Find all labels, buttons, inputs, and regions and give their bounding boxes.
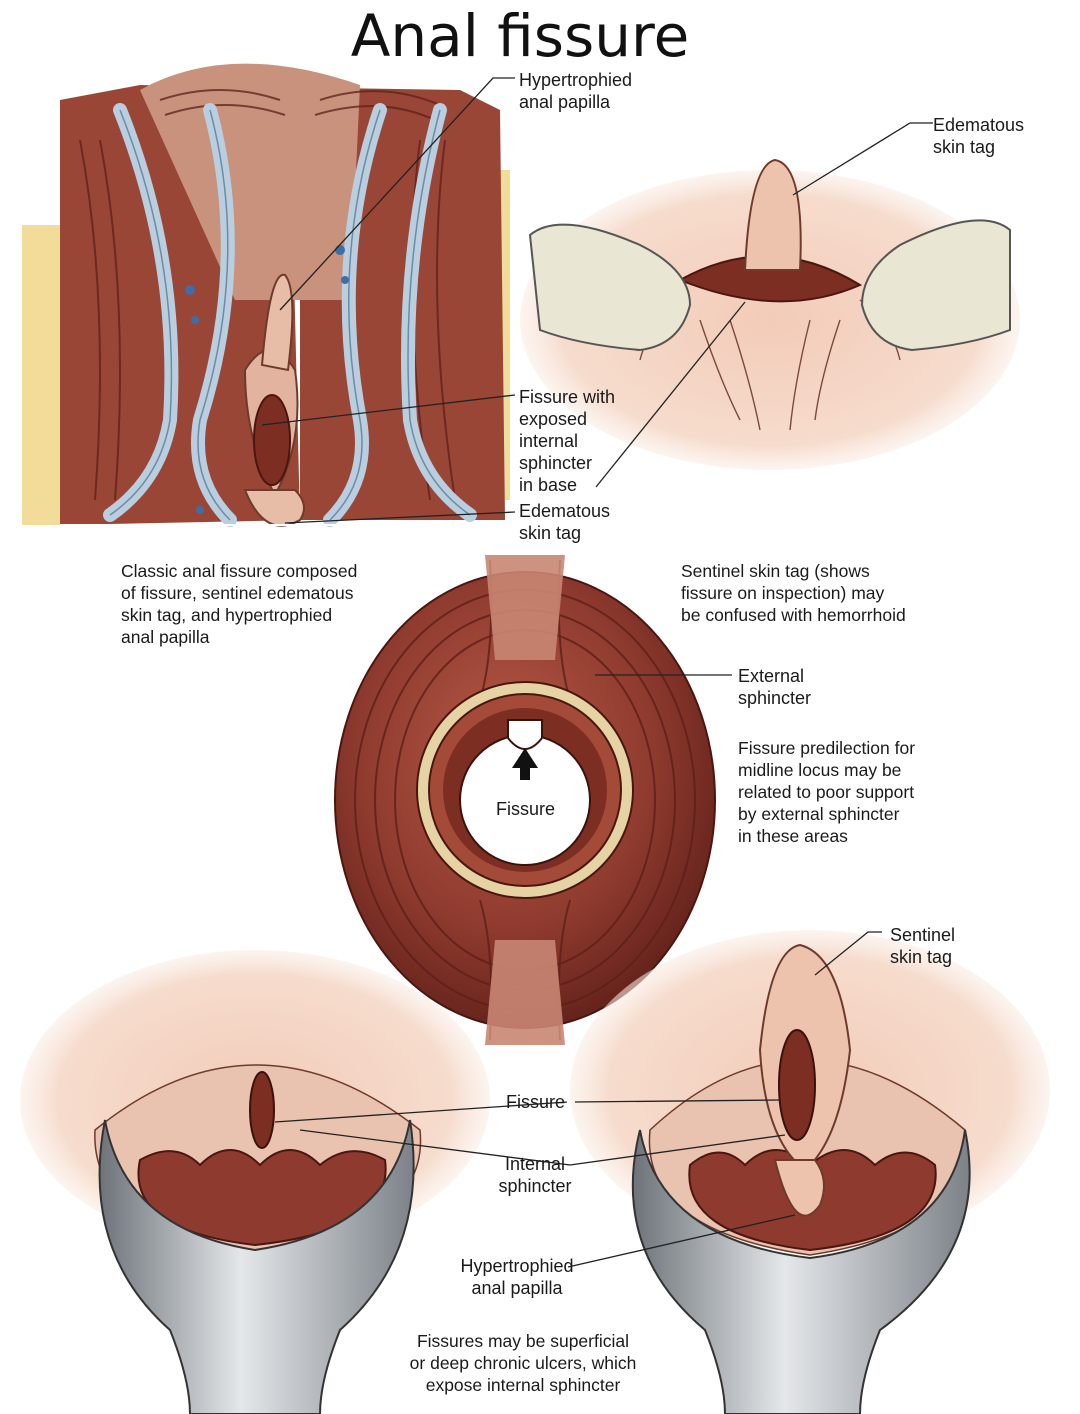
caption-top-left: Classic anal fissure composed of fissure…: [121, 561, 358, 647]
label-edematous-tag-left: Edematous skin tag: [519, 501, 611, 543]
page-title: Anal fissure: [350, 2, 690, 70]
speculum-right: [631, 1129, 971, 1414]
caption-middle: Fissure predilection for midline locus m…: [738, 738, 916, 846]
chronic-fissure: [778, 1029, 816, 1141]
top-right-inspection: [520, 158, 1020, 470]
label-fissure-exposed: Fissure with exposed internal sphincter …: [519, 387, 616, 495]
leader-lines: [261, 77, 933, 1268]
speculum-left: [98, 1119, 415, 1414]
middle-sphincter-cross-section: [334, 555, 716, 1045]
label-external-sphincter: External sphincter: [738, 666, 812, 708]
label-hypertrophied-papilla-bottom: Hypertrophied anal papilla: [460, 1256, 574, 1298]
fissure-spread: [677, 255, 863, 303]
label-hypertrophied-papilla-top: Hypertrophied anal papilla: [519, 70, 633, 112]
label-edematous-tag-right: Edematous skin tag: [933, 115, 1025, 157]
left-finger: [528, 223, 692, 352]
rectal-canal: [140, 63, 360, 301]
anal-canal-left: [137, 1149, 387, 1247]
label-fissure-bottom: Fissure: [506, 1092, 566, 1112]
top-left-dissection: [22, 63, 510, 527]
bottom-right-speculum: [570, 930, 1050, 1414]
label-fissure-middle: Fissure: [496, 799, 556, 819]
caption-top-right: Sentinel skin tag (shows fissure on insp…: [681, 561, 906, 625]
papilla-shape-right: [773, 1159, 825, 1217]
label-sentinel-tag: Sentinel skin tag: [890, 925, 956, 967]
edematous-tag-shape: [243, 489, 305, 527]
arrow-up-icon: [512, 748, 538, 780]
edematous-tag-top-right: [743, 158, 802, 271]
fissure-exposed: [253, 394, 291, 486]
superficial-fissure: [249, 1071, 275, 1149]
label-internal-sphincter: Internal sphincter: [498, 1154, 572, 1196]
right-finger: [860, 219, 1011, 352]
hypertrophied-papilla-shape: [260, 273, 294, 372]
bottom-left-speculum: [20, 950, 490, 1414]
caption-bottom: Fissures may be superficial or deep chro…: [409, 1331, 637, 1395]
